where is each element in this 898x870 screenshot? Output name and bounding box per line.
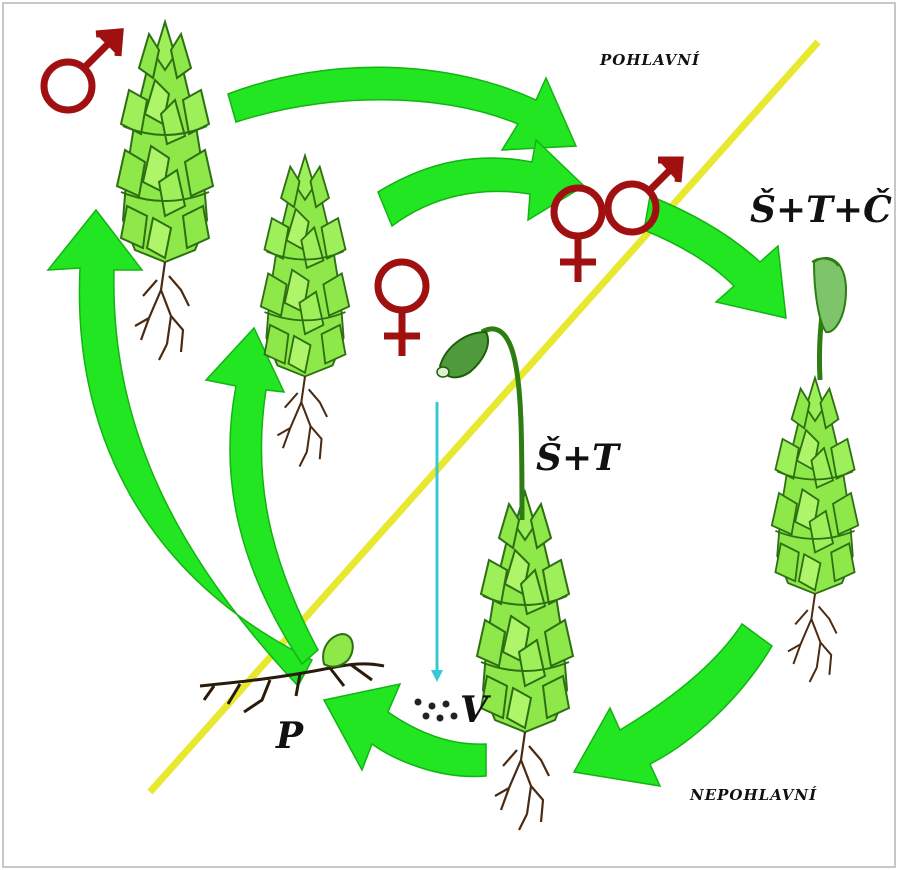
label-sporophyte-partial: Š+T [536, 437, 621, 479]
label-sexual: POHLAVNÍ [599, 51, 700, 69]
label-sporophyte-full: Š+T+Č [750, 189, 892, 231]
label-spores: V [460, 689, 491, 731]
label-asexual: NEPOHLAVNÍ [689, 786, 817, 804]
label-protonema: P [275, 715, 304, 757]
